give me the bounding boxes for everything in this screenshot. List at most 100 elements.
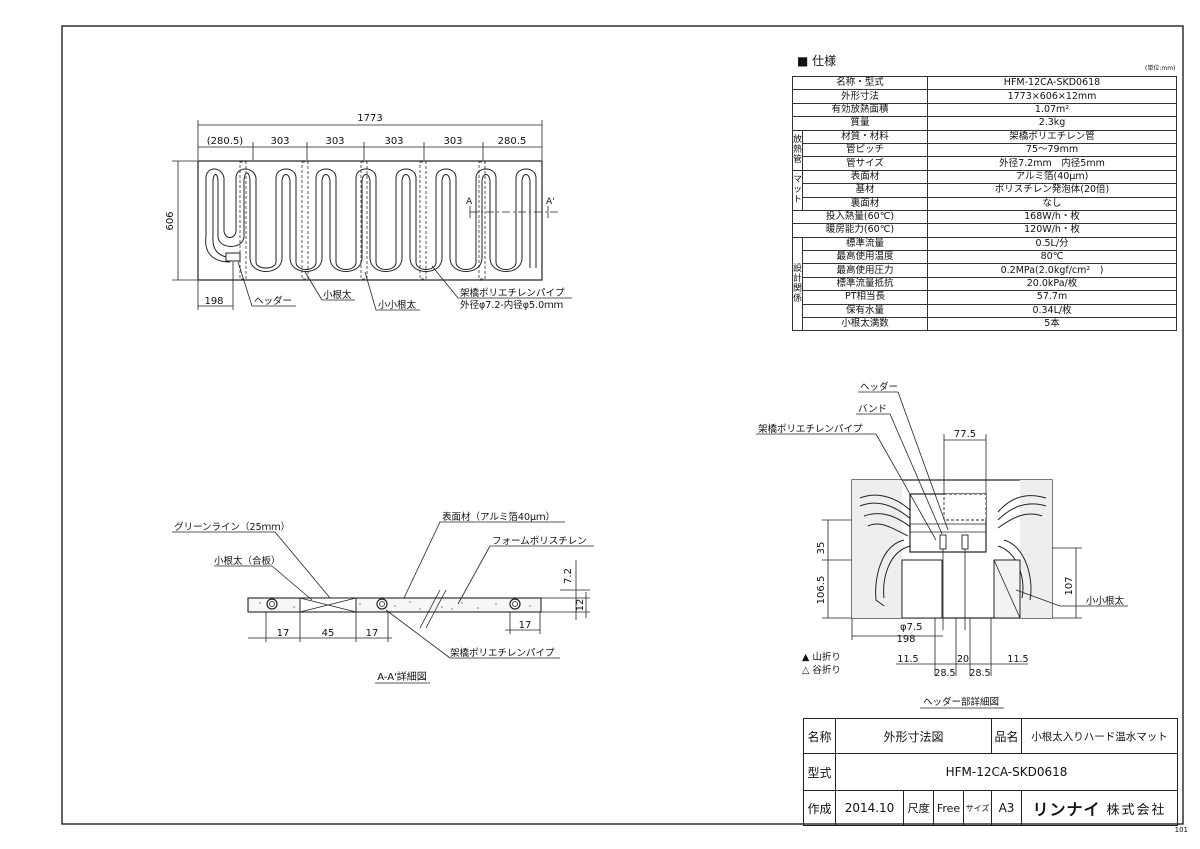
label-detail-header: ヘッダー xyxy=(860,381,898,393)
pipe-loops xyxy=(205,168,537,272)
spec-value: HFM-12CA-SKD0618 xyxy=(927,75,1178,91)
header-detail: ヘッダー バンド 架橋ポリエチレンパイプ 小小根太 77.5 35 106.5 … xyxy=(756,381,1128,709)
spec-group-design: 設計関係 xyxy=(791,236,804,332)
dim-sec-17a: 17 xyxy=(277,628,290,639)
label-detail-pipe: 架橋ポリエチレンパイプ xyxy=(758,423,863,435)
spec-value: なし xyxy=(927,196,1178,211)
spec-name: 管ピッチ xyxy=(802,142,929,158)
spec-name: 管サイズ xyxy=(802,156,929,171)
dim-seg-4: 303 xyxy=(384,136,403,147)
spec-name: 標準流量 xyxy=(802,236,929,252)
label-plan-joist: 小根太 xyxy=(323,289,352,301)
label-plan-pipe-2: 外径φ7.2-内径φ5.0ｍｍ xyxy=(460,299,563,311)
section-caption: A-A'詳細図 xyxy=(377,670,427,683)
tb-name-value: 外形寸法図 xyxy=(836,719,992,754)
company-logo: リンナイ xyxy=(1032,800,1101,819)
spec-group-pipe: 放熱管 xyxy=(791,129,804,171)
dim-775: 77.5 xyxy=(954,429,976,440)
section-pipe-2 xyxy=(376,598,388,610)
spec-value: 0.5L/分 xyxy=(927,236,1178,252)
spec-row: 放熱管材質・材料架橋ポリエチレン管 xyxy=(791,129,1178,171)
dim-sec-72: 7.2 xyxy=(563,568,574,584)
spec-value: 1773×606×12mm xyxy=(927,89,1178,104)
spec-name: 基材 xyxy=(802,183,929,198)
label-joist-plywood: 小根太（合板） xyxy=(214,555,281,567)
dim-sec-45: 45 xyxy=(322,628,335,639)
spec-value: 外径7.2mm 内径5mm xyxy=(927,156,1178,171)
section-mark-a2: A' xyxy=(546,197,555,207)
dim-sec-17c: 17 xyxy=(519,620,532,631)
dim-20: 20 xyxy=(957,654,969,665)
spec-name: PT相当長 xyxy=(802,290,929,305)
dim-seg-1: (280.5) xyxy=(207,136,244,147)
tb-made-value: 2014.10 xyxy=(836,791,904,825)
label-plan-pipe-1: 架橋ポリエチレンパイプ xyxy=(460,287,565,299)
spec-name: 表面材 xyxy=(802,169,929,185)
spec-value: ポリスチレン発泡体(20倍) xyxy=(927,183,1178,198)
dim-1065: 106.5 xyxy=(816,576,827,605)
spec-name: 投入熱量(60℃) xyxy=(791,209,929,225)
dim-115b: 11.5 xyxy=(1007,654,1028,665)
section-pipe-3 xyxy=(509,598,521,610)
spec-value: 20.0kPa/枚 xyxy=(927,276,1178,292)
spec-value: 168W/h・枚 xyxy=(927,209,1178,225)
spec-name: 名称・型式 xyxy=(791,75,929,91)
spec-value: 57.7m xyxy=(927,290,1178,305)
section-pipe-1 xyxy=(266,598,278,610)
tb-size-label: サイズ xyxy=(964,791,992,825)
spec-name: 裏面材 xyxy=(802,196,929,211)
spec-row: 管サイズ外径7.2mm 内径5mm xyxy=(793,156,1178,171)
section-view: グリーンライン（25ｍｍ） 小根太（合板） 表面材（アルミ箔40μｍ） フォーム… xyxy=(172,511,594,684)
spec-heading: ■ 仕様 xyxy=(797,54,837,68)
legend-mountain-fold: ▲ 山折り xyxy=(802,651,841,663)
spec-row: 投入熱量(60℃)168W/h・枚 xyxy=(791,209,1178,225)
spec-group-mat: マット xyxy=(791,169,804,211)
spec-value: アルミ箔(40μm) xyxy=(927,169,1178,185)
spec-name: 保有水量 xyxy=(802,303,929,319)
header-detail-caption: ヘッダー部詳細図 xyxy=(923,696,999,708)
spec-value: 架橋ポリエチレン管 xyxy=(927,129,1178,144)
spec-row: 裏面材なし xyxy=(793,196,1178,211)
spec-value: 5本 xyxy=(927,317,1178,332)
dim-sec-17b: 17 xyxy=(366,628,379,639)
spec-row: 暖房能力(60℃)120W/h・枚 xyxy=(791,223,1178,238)
spec-name: 質量 xyxy=(791,116,929,131)
spec-value: 2.3kg xyxy=(927,116,1178,131)
spec-name: 最高使用圧力 xyxy=(802,263,929,278)
sheet-frame xyxy=(61,25,1184,825)
page-number: 101 xyxy=(1174,826,1188,834)
section-slab xyxy=(247,597,542,613)
spec-name: 外形寸法 xyxy=(791,89,929,104)
tb-size-value: A3 xyxy=(992,791,1022,825)
spec-value: 0.2MPa(2.0kgf/cm² ) xyxy=(927,263,1178,278)
dim-107: 107 xyxy=(1064,576,1075,595)
spec-name: 最高使用温度 xyxy=(802,250,929,265)
label-detail-small-joist: 小小根太 xyxy=(1086,595,1125,607)
spec-row: マット表面材アルミ箔(40μm) xyxy=(791,169,1178,211)
tb-product-value: 小根太入りハード温水マット xyxy=(1022,719,1177,754)
title-block: 名称 外形寸法図 品名 小根太入りハード温水マット 型式 HFM-12CA-SK… xyxy=(803,718,1178,826)
dim-285b: 28.5 xyxy=(969,668,990,679)
tb-made-label: 作成 xyxy=(804,791,836,825)
dim-seg-3: 303 xyxy=(325,136,344,147)
spec-value: 75～79mm xyxy=(927,142,1178,158)
tb-product-label: 品名 xyxy=(992,719,1022,754)
company-suffix: 株式会社 xyxy=(1106,802,1167,818)
label-surface: 表面材（アルミ箔40μｍ） xyxy=(442,511,555,523)
spec-name: 材質・材料 xyxy=(802,129,929,144)
spec-value: 0.34L/枚 xyxy=(927,303,1178,319)
spec-value: 1.07m² xyxy=(927,102,1178,118)
